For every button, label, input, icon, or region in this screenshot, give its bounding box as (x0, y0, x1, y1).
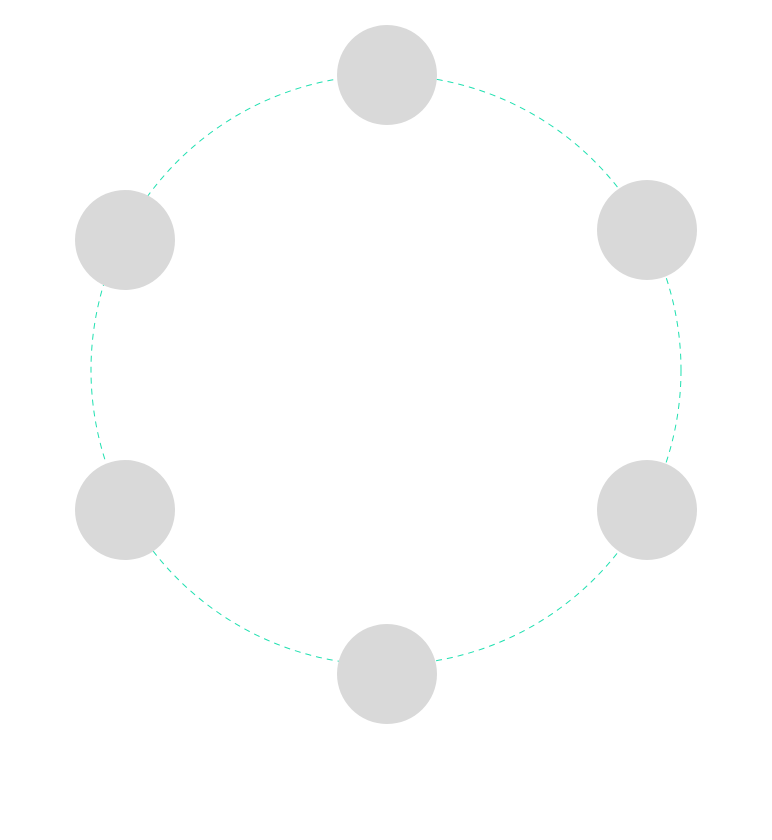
node-top[interactable] (337, 25, 437, 125)
node-bottom[interactable] (337, 624, 437, 724)
node-upper-right[interactable] (597, 180, 697, 280)
node-group (75, 25, 697, 724)
node-lower-left[interactable] (75, 460, 175, 560)
node-upper-left[interactable] (75, 190, 175, 290)
node-lower-right[interactable] (597, 460, 697, 560)
